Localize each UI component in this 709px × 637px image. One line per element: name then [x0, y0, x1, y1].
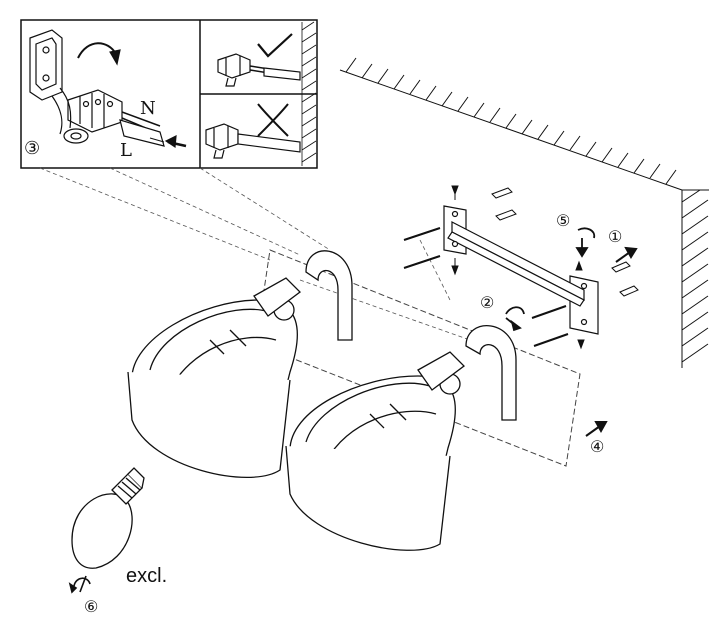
step-4-label: ④ [590, 437, 604, 456]
rotate-arrow-icon [505, 227, 596, 332]
step-1-label: ① [608, 227, 622, 246]
bulb-rotate-icon [68, 575, 91, 594]
inset-wall-hatch [301, 21, 317, 166]
wall-hatch [681, 189, 709, 368]
direction-arrow-icon [585, 246, 638, 437]
bracket-screws [403, 185, 585, 350]
backplate-outline [255, 249, 581, 467]
step-2-label: ② [480, 293, 494, 312]
ceiling-hatch [339, 57, 683, 191]
terminal-block-illustration [29, 29, 187, 149]
correct-connection-illustration [217, 53, 301, 87]
light-bulb [71, 467, 145, 569]
wall-anchors [491, 187, 639, 297]
wrong-connection-illustration [205, 123, 301, 159]
bulb-excluded-note: excl. [126, 565, 167, 587]
step-3-label: ③ [24, 138, 40, 159]
cross-mark-icon [257, 103, 289, 137]
wire-n-label: N [140, 98, 156, 119]
lamp-head-right [285, 325, 517, 551]
check-mark-icon [257, 33, 293, 58]
guide-lines [39, 167, 471, 341]
wire-l-label: L [120, 140, 132, 161]
step-6-label: ⑥ [84, 597, 98, 616]
step-5-label: ⑤ [556, 211, 570, 230]
mounting-bracket [443, 205, 599, 335]
lamp-head-left [127, 250, 353, 478]
